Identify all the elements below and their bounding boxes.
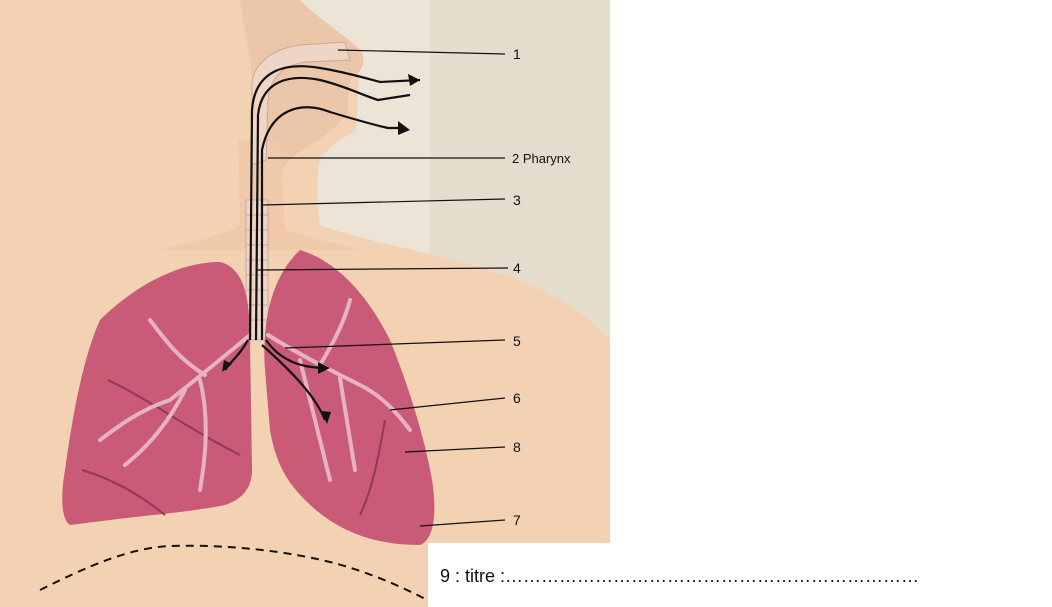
label-4: 4: [513, 260, 521, 276]
label-7: 7: [513, 512, 521, 528]
caption-box: 9 : titre :……………………………………………………………: [428, 543, 1052, 607]
label-1: 1: [513, 46, 521, 62]
label-5: 5: [513, 333, 521, 349]
label-3: 3: [513, 192, 521, 208]
label-6: 6: [513, 390, 521, 406]
caption-title-prompt: 9 : titre :……………………………………………………………: [440, 566, 919, 587]
respiratory-system-diagram: 1 2 Pharynx 3 4 5 6 8 7: [0, 0, 610, 607]
label-8: 8: [513, 439, 521, 455]
label-2-pharynx: 2 Pharynx: [512, 151, 571, 166]
